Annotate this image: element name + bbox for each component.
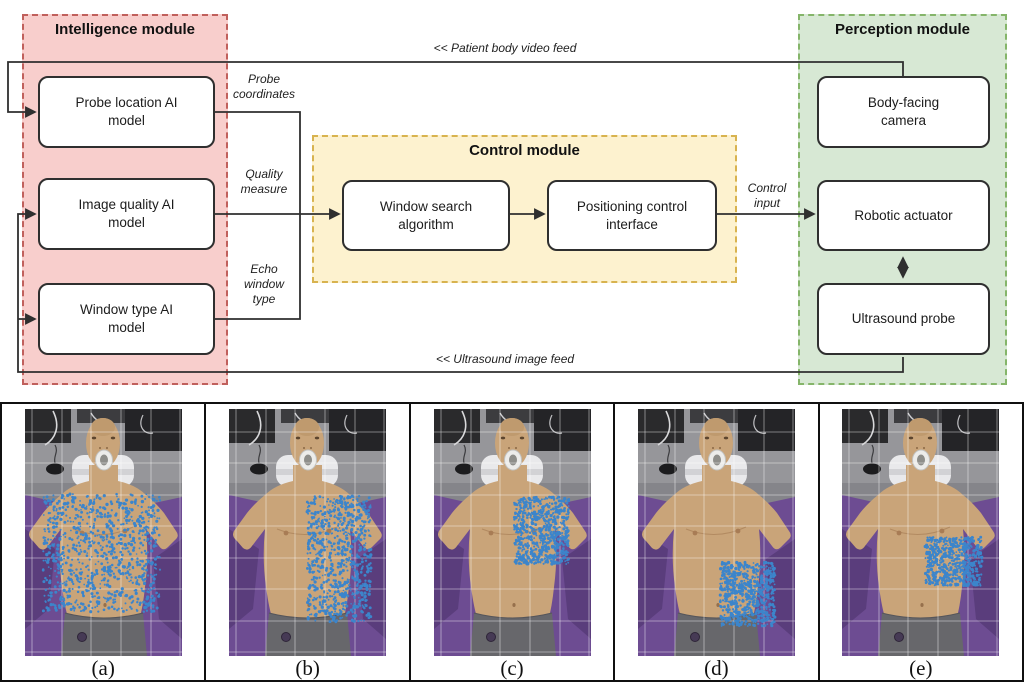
panel-label: (c) xyxy=(500,656,524,680)
node-positioning-control-interface: Positioning control interface xyxy=(547,180,717,251)
node-image-quality-ai-model: Image quality AI model xyxy=(38,178,215,250)
intelligence-module-title: Intelligence module xyxy=(54,21,196,38)
panel-label: (a) xyxy=(91,656,115,680)
mannequin-photo xyxy=(24,409,182,656)
label-ultrasound-image-feed: << Ultrasound image feed xyxy=(435,352,575,366)
node-robotic-actuator: Robotic actuator xyxy=(817,180,990,251)
label-control-input: Control input xyxy=(747,181,787,210)
mannequin-photo xyxy=(433,409,591,656)
experiment-panels: (a) (b) (c) (d) (e) xyxy=(0,402,1024,682)
mannequin-photo xyxy=(229,409,387,656)
node-probe-location-ai-model: Probe location AI model xyxy=(38,76,215,148)
panel-cell: (c) xyxy=(410,404,616,680)
node-ultrasound-probe: Ultrasound probe xyxy=(817,283,990,355)
panel-cell: (d) xyxy=(615,404,820,680)
panel-label: (e) xyxy=(909,656,933,680)
control-module-title: Control module xyxy=(469,142,580,159)
panel-cell: (e) xyxy=(819,404,1023,680)
system-diagram: Intelligence module Control module Perce… xyxy=(7,14,1007,385)
label-probe-coordinates: Probe coordinates xyxy=(232,72,296,101)
mannequin-photo-svg xyxy=(433,409,591,656)
label-quality-measure: Quality measure xyxy=(240,167,288,196)
mannequin-photo xyxy=(637,409,795,656)
node-window-type-ai-model: Window type AI model xyxy=(38,283,215,355)
node-window-search-algorithm: Window search algorithm xyxy=(342,180,510,251)
mannequin-photo-svg xyxy=(24,409,182,656)
mannequin-photo-svg xyxy=(229,409,387,656)
label-echo-window-type: Echo window type xyxy=(243,262,285,306)
panel-label: (d) xyxy=(704,656,729,680)
mannequin-photo xyxy=(842,409,1000,656)
panel-cell: (a) xyxy=(2,404,207,680)
perception-module-title: Perception module xyxy=(834,21,971,38)
panel-cell: (b) xyxy=(206,404,411,680)
node-body-facing-camera: Body-facing camera xyxy=(817,76,990,148)
mannequin-photo-svg xyxy=(637,409,795,656)
label-patient-body-video-feed: << Patient body video feed xyxy=(433,41,577,55)
panel-label: (b) xyxy=(295,656,320,680)
mannequin-photo-svg xyxy=(842,409,1000,656)
